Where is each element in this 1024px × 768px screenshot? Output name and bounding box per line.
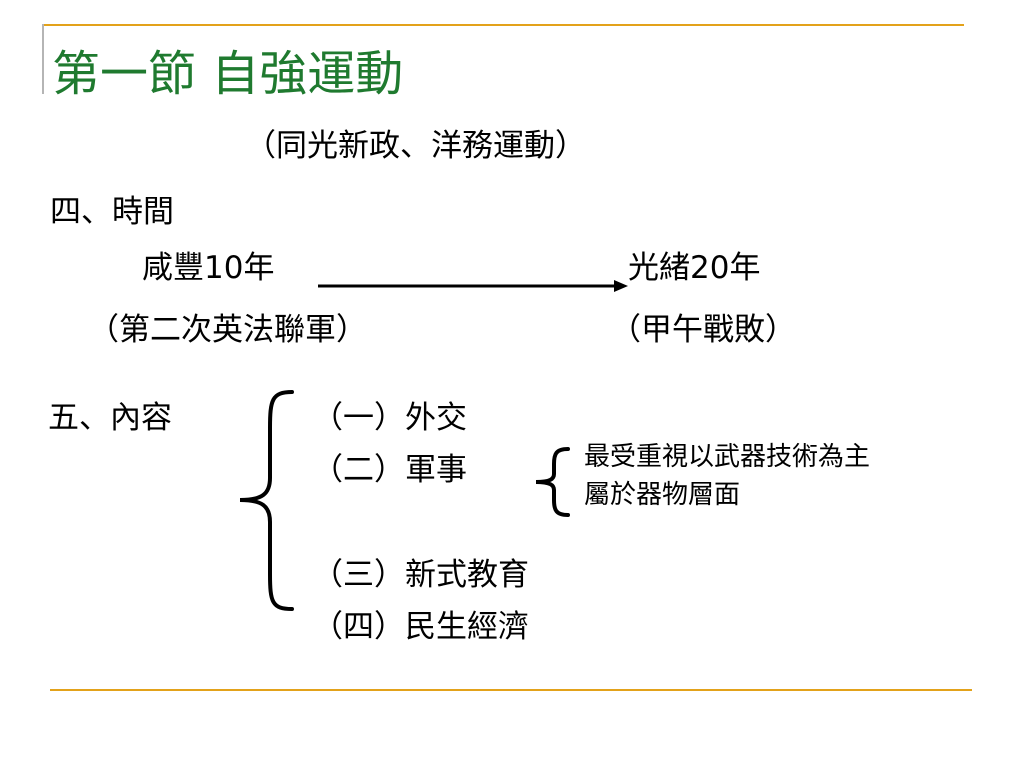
content-item-military: （二）軍事 (312, 452, 467, 488)
content-item-economy: （四）民生經濟 (312, 609, 529, 645)
left-accent-line (42, 24, 44, 94)
content-section-heading: 五、內容 (48, 400, 172, 436)
time-section-heading: 四、時間 (50, 194, 174, 230)
military-brace-icon (535, 447, 570, 517)
slide-subtitle: （同光新政、洋務運動） (245, 128, 586, 164)
time-end-label: 光緒20年 (628, 250, 761, 286)
time-start-label: 咸豐10年 (142, 250, 275, 286)
military-note-material-level: 屬於器物層面 (584, 480, 741, 510)
left-brace-icon (239, 390, 294, 611)
top-divider-line (44, 24, 964, 26)
bottom-divider-line (50, 689, 972, 691)
timeline-arrow-icon (318, 280, 628, 292)
time-end-note: （甲午戰敗） (610, 312, 796, 348)
time-start-note: （第二次英法聯軍） (88, 312, 367, 348)
slide-title: 第一節 自強運動 (52, 46, 404, 102)
content-item-education: （三）新式教育 (312, 557, 529, 593)
content-item-diplomacy: （一）外交 (312, 400, 467, 436)
military-note-weapons: 最受重視以武器技術為主 (584, 442, 871, 472)
